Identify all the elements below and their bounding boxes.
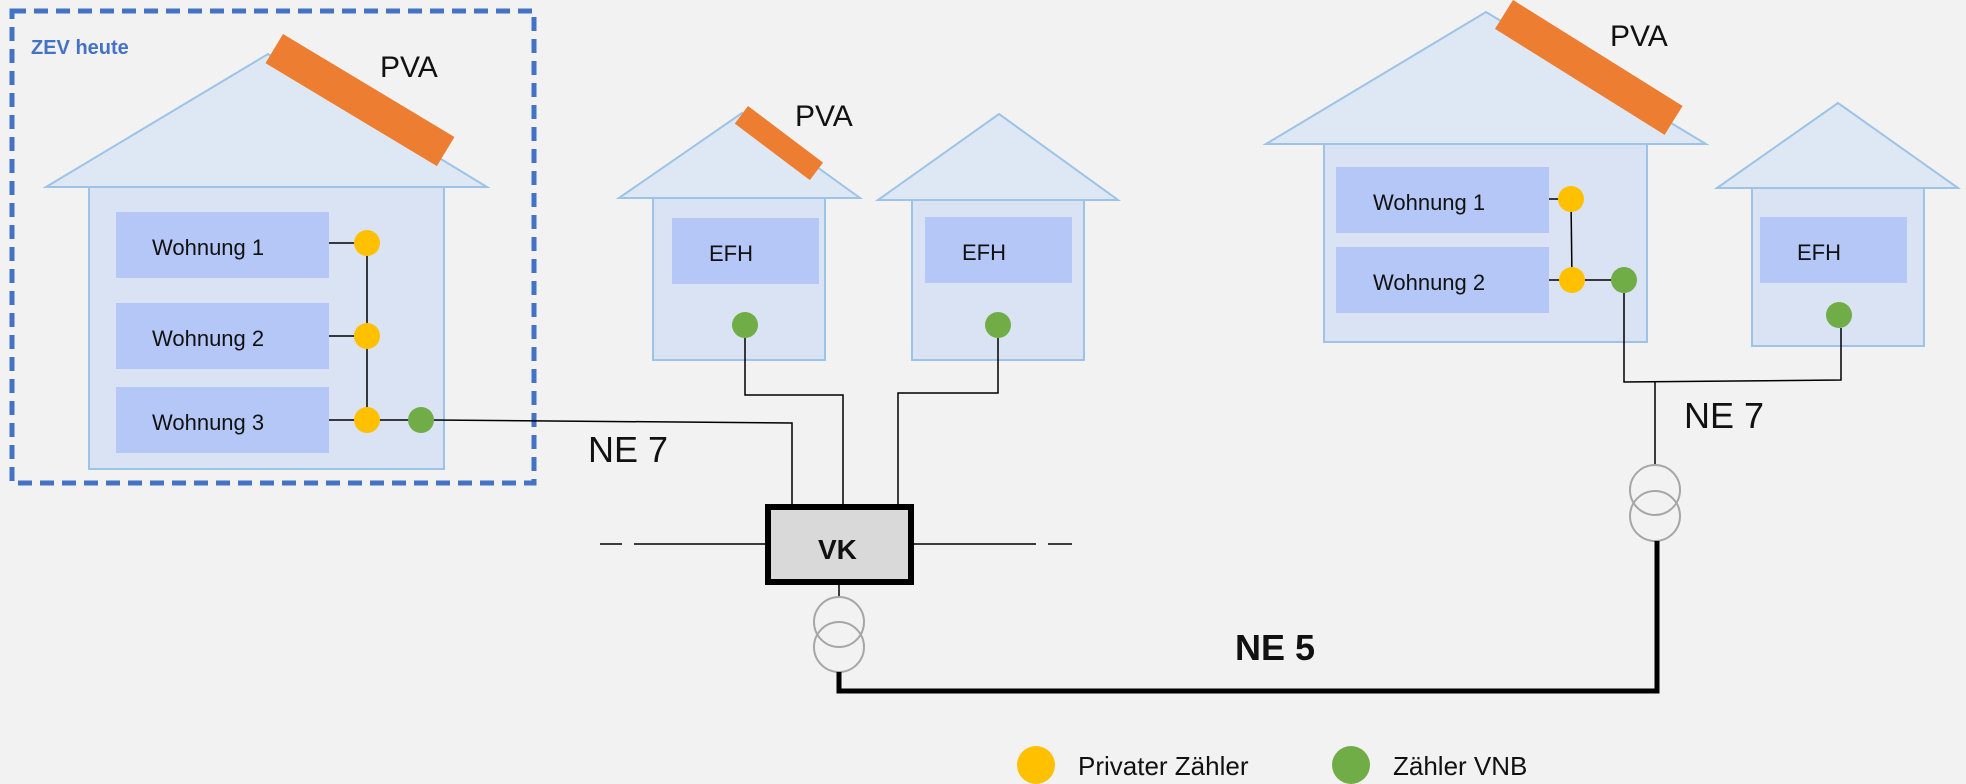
apartment-label: Wohnung 1: [152, 235, 264, 260]
efh-house-c: EFH: [1713, 101, 1962, 347]
private-meter-icon: [354, 407, 380, 433]
apartment-label: Wohnung 3: [152, 410, 264, 435]
apartment-label: Wohnung 2: [152, 326, 264, 351]
ne7-line: [1623, 293, 1842, 383]
transformer-icon: [813, 596, 865, 648]
ne7-line: [897, 338, 999, 507]
pva-label: PVA: [380, 51, 438, 84]
pv-panel: [734, 106, 824, 181]
ne5-label: NE 5: [1235, 627, 1315, 668]
apartment-label: Wohnung 2: [1373, 270, 1485, 295]
efh-roof: [874, 112, 1122, 201]
efh-label-box: [672, 218, 819, 284]
legend-label-private-meter: Privater Zähler: [1078, 751, 1249, 781]
efh-label: EFH: [962, 240, 1006, 265]
transformer-icon: [1629, 464, 1681, 516]
apartment-box: [116, 212, 329, 278]
private-meter-icon: [354, 323, 380, 349]
private-meter-icon: [354, 230, 380, 256]
ne5-line: [836, 541, 1660, 694]
efh-label: EFH: [709, 241, 753, 266]
apartment-box: [1336, 247, 1549, 313]
efh-label-box: [925, 217, 1072, 283]
pv-panel: [1494, 0, 1683, 135]
efh-house-a: PVA EFH: [615, 100, 864, 361]
pv-panel: [265, 34, 455, 167]
private-meter-icon: [1559, 267, 1585, 293]
ne7-line: [744, 338, 844, 507]
pva-label: PVA: [1610, 20, 1668, 53]
apartment-box: [116, 303, 329, 369]
dso-meter-icon: [1332, 746, 1370, 784]
private-meter-icon: [1558, 186, 1584, 212]
vk-label: VK: [818, 534, 857, 565]
efh-label: EFH: [1797, 240, 1841, 265]
efh-label-box: [1760, 217, 1907, 283]
zev-label: ZEV heute: [31, 37, 129, 59]
dso-meter-icon: [1611, 267, 1637, 293]
ne7-label: NE 7: [588, 429, 668, 470]
private-meter-icon: [1017, 746, 1055, 784]
legend: Privater Zähler Zähler VNB: [1017, 746, 1527, 784]
dso-meter-icon: [985, 312, 1011, 338]
ne7-line: [433, 419, 793, 507]
vk-cabinet: [765, 504, 914, 585]
dso-meter-icon: [408, 407, 434, 433]
legend-label-dso-meter: Zähler VNB: [1393, 751, 1527, 781]
pva-label: PVA: [795, 100, 853, 133]
house-left: PVA Wohnung 1 Wohnung 2 Wohnung 3: [42, 34, 491, 470]
efh-house-b: EFH: [874, 112, 1122, 361]
efh-roof: [1713, 101, 1962, 189]
dso-meter-icon: [732, 312, 758, 338]
apartment-box: [116, 387, 329, 453]
apartment-label: Wohnung 1: [1373, 190, 1485, 215]
house-right: PVA Wohnung 1 Wohnung 2: [1262, 0, 1710, 343]
zev-boundary: [9, 8, 537, 486]
dso-meter-icon: [1826, 302, 1852, 328]
ne7-label: NE 7: [1684, 395, 1764, 436]
wire: [1570, 198, 1573, 281]
apartment-box: [1336, 167, 1549, 233]
